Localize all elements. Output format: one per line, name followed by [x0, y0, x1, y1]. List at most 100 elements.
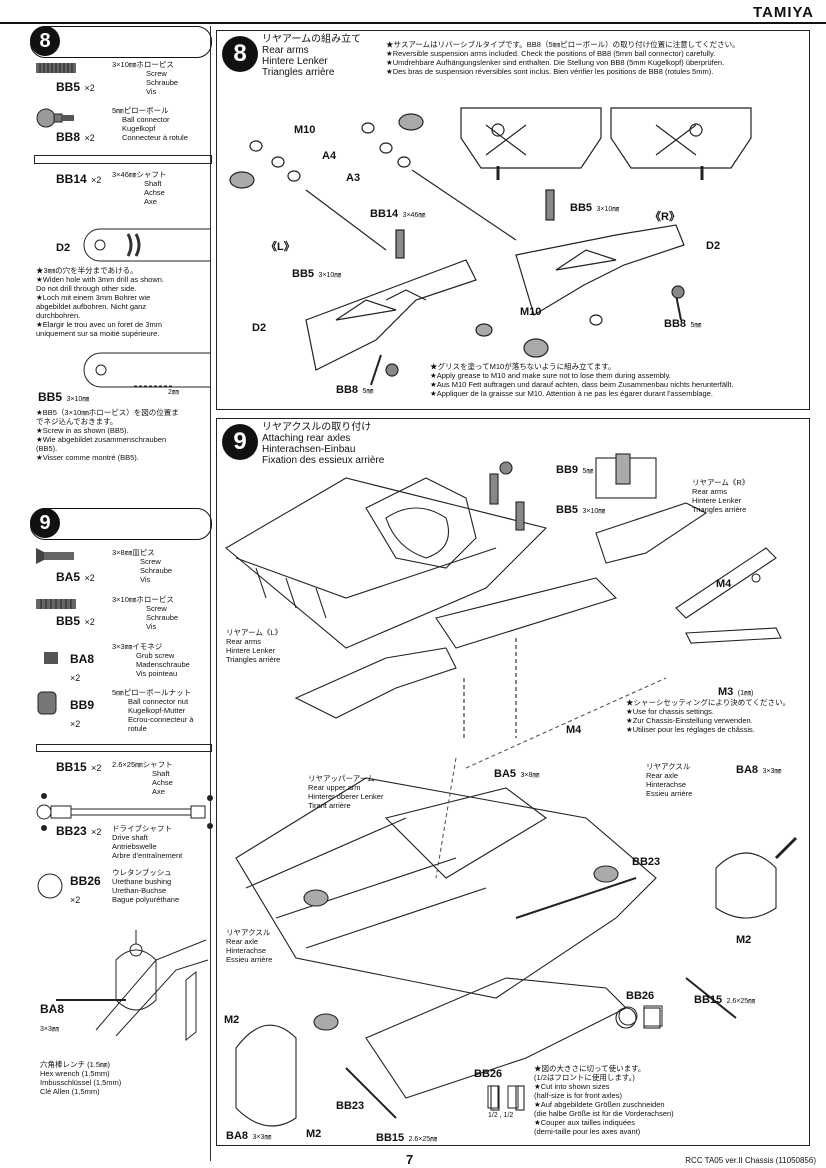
ba8-size: 3×3㎜	[762, 768, 782, 775]
part-code: BA5	[56, 570, 81, 584]
bb15-label-right: BB15	[694, 994, 723, 1006]
ba8-size: 3×3㎜	[40, 1026, 59, 1033]
m2-label-bottom: M2	[306, 1128, 322, 1140]
drill-note: ★3㎜の穴を半分まであける。★Widen hole with 3mm drill…	[36, 266, 165, 338]
screw-icon	[36, 63, 76, 73]
part-code: BB15	[56, 760, 87, 774]
bb5-note: ★BB5（3×10㎜ホローピス）を図の位置までネジ込んでおきます。★Screw …	[36, 408, 179, 462]
bb5-label: BB5	[570, 202, 593, 214]
part-code: BB9	[70, 698, 95, 712]
m2-label-left: M2	[224, 1014, 240, 1026]
bb26-label-lower: BB26	[474, 1068, 503, 1080]
ba5-size: 3×8㎜	[520, 772, 540, 779]
left-label: 《L》	[266, 241, 295, 253]
bb5-label-left: BB5	[292, 268, 315, 280]
d2-label: D2	[56, 242, 71, 254]
bb15-size-left: 2.6×25㎜	[408, 1136, 438, 1143]
wrench-diagram	[56, 930, 209, 1042]
step9-diagram	[225, 453, 798, 1127]
part-qty: ×2	[91, 827, 102, 837]
m10-label: M10	[294, 124, 316, 136]
part-qty: ×2	[84, 83, 95, 93]
shaft-icon	[36, 744, 212, 752]
bb5-label: BB5	[556, 504, 579, 516]
bb8-label-right: BB8	[664, 318, 687, 330]
bb14-size: 3×46㎜	[402, 212, 426, 219]
screw-icon	[36, 599, 76, 609]
bb8-label-left: BB8	[336, 384, 359, 396]
ba8-label-left: BA8	[226, 1130, 249, 1142]
page-number: 7	[406, 1152, 414, 1167]
part-code: BB8	[56, 130, 81, 144]
m3-size: (1㎜)	[737, 690, 754, 697]
bb5-size-left: 3×10㎜	[318, 272, 342, 279]
bb14-label: BB14	[370, 208, 399, 220]
flat-screw-icon	[36, 548, 74, 564]
bb9-label: BB9	[556, 464, 579, 476]
brand-logo: TAMIYA	[752, 4, 814, 21]
screw-gap-diagram	[83, 352, 210, 388]
gap-label: 2㎜	[168, 389, 179, 396]
bushing-icon	[37, 873, 63, 899]
bb8-size-left: 5㎜	[362, 388, 374, 395]
part-code: BB23	[56, 824, 87, 838]
bushing-halves	[487, 1085, 519, 1109]
part-qty: ×2	[91, 175, 102, 185]
m2-label-right: M2	[736, 934, 752, 946]
m3-label: M3	[718, 686, 734, 698]
part-code: BB5	[56, 614, 81, 628]
header-rule	[0, 22, 826, 24]
size-note: ★図の大きさに切って使います。(1/2はフロントに使用します。)★Cut int…	[534, 1064, 674, 1136]
setting-note: ★シャーシセッティングにより決めてください。★Use for chassis s…	[626, 698, 791, 734]
a3-label: A3	[346, 172, 361, 184]
step8-number: 8	[222, 36, 258, 72]
part-qty: ×2	[70, 719, 81, 729]
part-qty: ×2	[70, 895, 81, 905]
drive-shaft-icon	[36, 793, 213, 831]
bb23-label-right: BB23	[632, 856, 661, 868]
part-code: BA8	[70, 652, 95, 666]
sidebar-step9-number: 9	[30, 508, 60, 538]
part-code: BB5	[56, 80, 81, 94]
part-qty: ×2	[91, 763, 102, 773]
footer-text: RCC TA05 ver.II Chassis (11050856)	[685, 1156, 816, 1165]
sidebar-step8-number: 8	[30, 26, 60, 56]
bb9-size: 5㎜	[582, 468, 594, 475]
part-qty: ×2	[84, 573, 95, 583]
d2-label-right: D2	[706, 240, 721, 252]
halves-label: 1/2 , 1/2	[488, 1112, 514, 1119]
right-label: 《R》	[650, 211, 680, 223]
bb5-size: 3×10㎜	[66, 396, 90, 403]
ba5-label: BA5	[494, 768, 517, 780]
d2-label-left: D2	[252, 322, 267, 334]
grease-note: ★グリスを塗ってM10が落ちないように組み立てます。★Apply grease …	[430, 362, 734, 398]
ba8-label: BA8	[40, 1002, 65, 1016]
ball-nut-icon	[37, 691, 57, 715]
bb5-label: BB5	[38, 390, 63, 404]
m4-label: M4	[716, 578, 732, 590]
ba8-size-left: 3×3㎜	[252, 1134, 272, 1141]
bb26-label-right: BB26	[626, 990, 655, 1002]
part-code: BB14	[56, 172, 87, 186]
step9-panel	[216, 418, 810, 1146]
m4-label-lower: M4	[566, 724, 582, 736]
wrench-note: 六角棒レンチ (1.5㎜)Hex wrench (1.5mm)Imbusschl…	[40, 1060, 122, 1096]
shaft-icon	[34, 155, 212, 164]
step8-note: ★サスアームはリバーシブルタイプです。BB8（5㎜ピローボール）の取り付け位置に…	[386, 40, 740, 76]
